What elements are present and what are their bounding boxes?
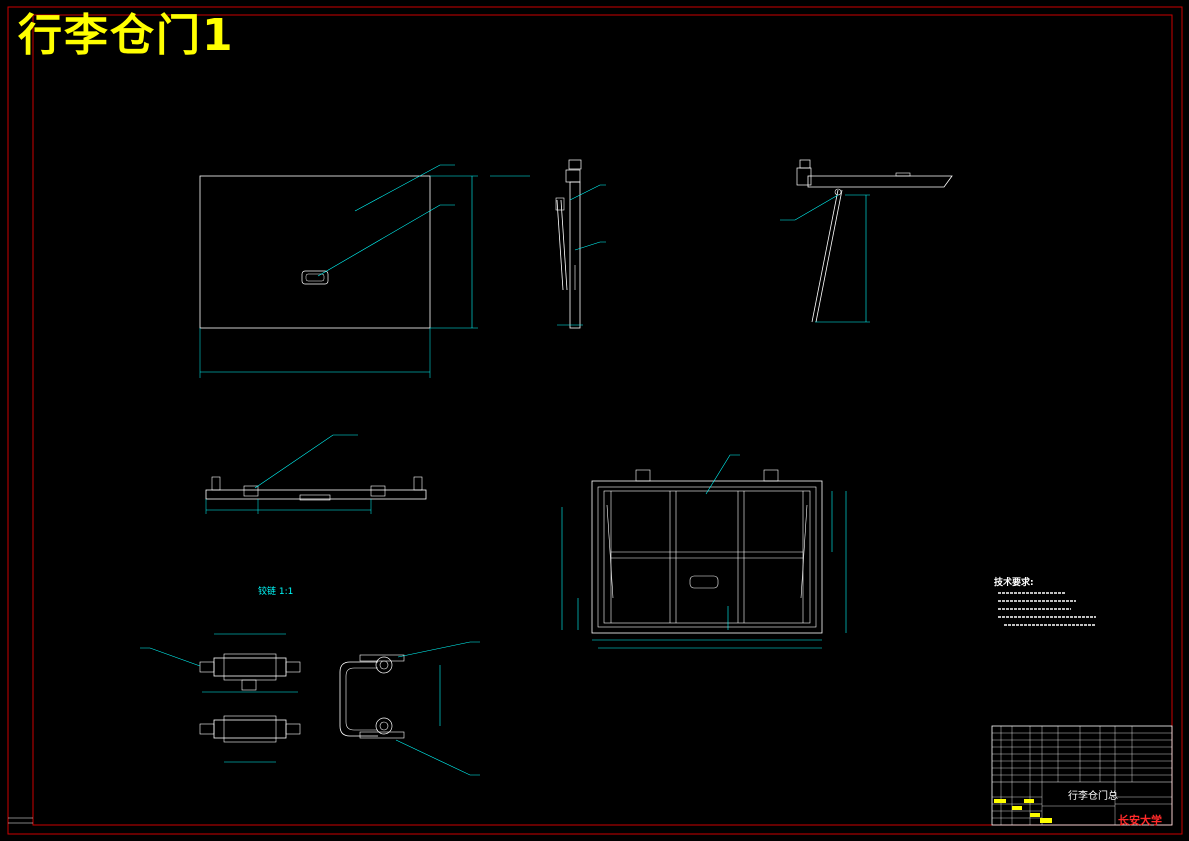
hinge-detail-side bbox=[339, 641, 480, 776]
side-view-open bbox=[780, 159, 953, 323]
title-block-school: 长安大学 bbox=[1118, 814, 1162, 827]
tech-requirements-heading: 技术要求: bbox=[994, 578, 1034, 588]
hinge-detail-label: 铰链 1:1 bbox=[258, 587, 294, 597]
title-block-name: 行李仓门总 bbox=[1068, 791, 1118, 802]
title-block bbox=[991, 725, 1173, 826]
hinge-detail-front bbox=[140, 633, 301, 763]
drawing-title: 行李仓门1 bbox=[18, 10, 235, 61]
front-view bbox=[199, 164, 530, 378]
outer-frame bbox=[7, 6, 1183, 835]
frame-view bbox=[561, 454, 847, 649]
side-view-closed bbox=[555, 159, 606, 329]
inner-frame bbox=[32, 14, 1173, 826]
top-view bbox=[205, 434, 427, 514]
tech-requirements-text bbox=[998, 592, 1096, 626]
